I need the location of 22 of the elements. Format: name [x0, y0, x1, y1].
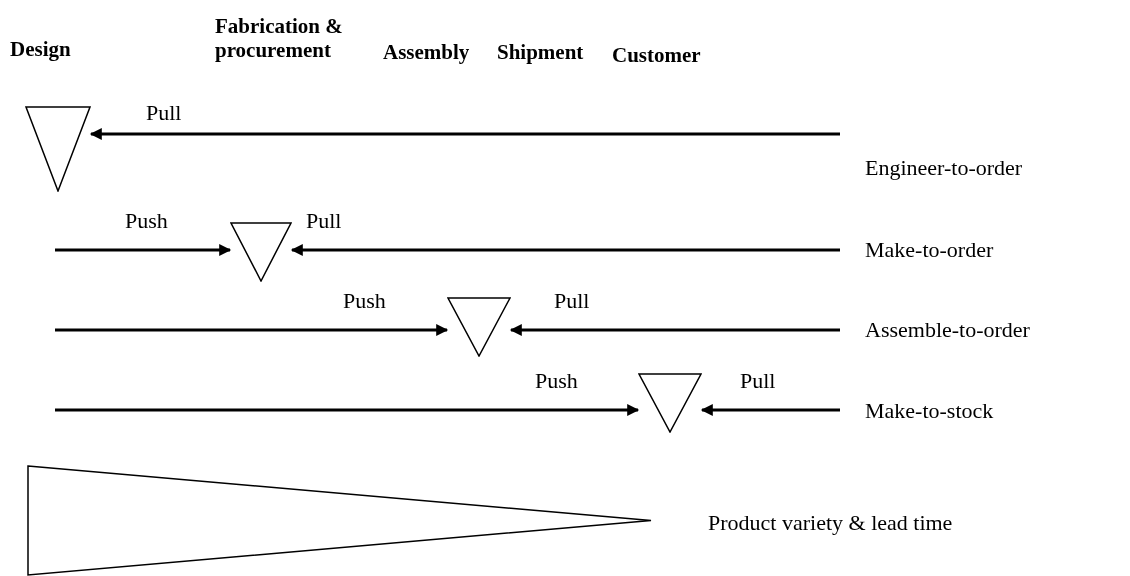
stage-heading: Customer [612, 42, 701, 69]
stage-heading: Design [10, 36, 71, 63]
arrow [290, 244, 840, 256]
strategy-label: Assemble-to-order [865, 316, 1030, 344]
decoupling-point-triangle [638, 373, 702, 433]
arrow [55, 244, 232, 256]
arrow [55, 324, 449, 336]
arrow [89, 128, 840, 140]
strategy-label: Make-to-order [865, 236, 994, 264]
strategy-label: Make-to-stock [865, 397, 994, 425]
strategy-label: Engineer-to-order [865, 154, 1023, 182]
stage-heading: Shipment [497, 39, 584, 66]
stage-heading: Assembly [383, 39, 470, 66]
arrow [55, 404, 640, 416]
arrow [509, 324, 840, 336]
decoupling-point-triangle [447, 297, 511, 357]
decoupling-point-triangle [25, 106, 91, 192]
wedge-triangle [27, 465, 652, 576]
arrow [700, 404, 840, 416]
wedge-caption: Product variety & lead time [708, 509, 953, 537]
stage-heading: Fabrication & procurement [215, 14, 344, 62]
decoupling-point-triangle [230, 222, 292, 282]
